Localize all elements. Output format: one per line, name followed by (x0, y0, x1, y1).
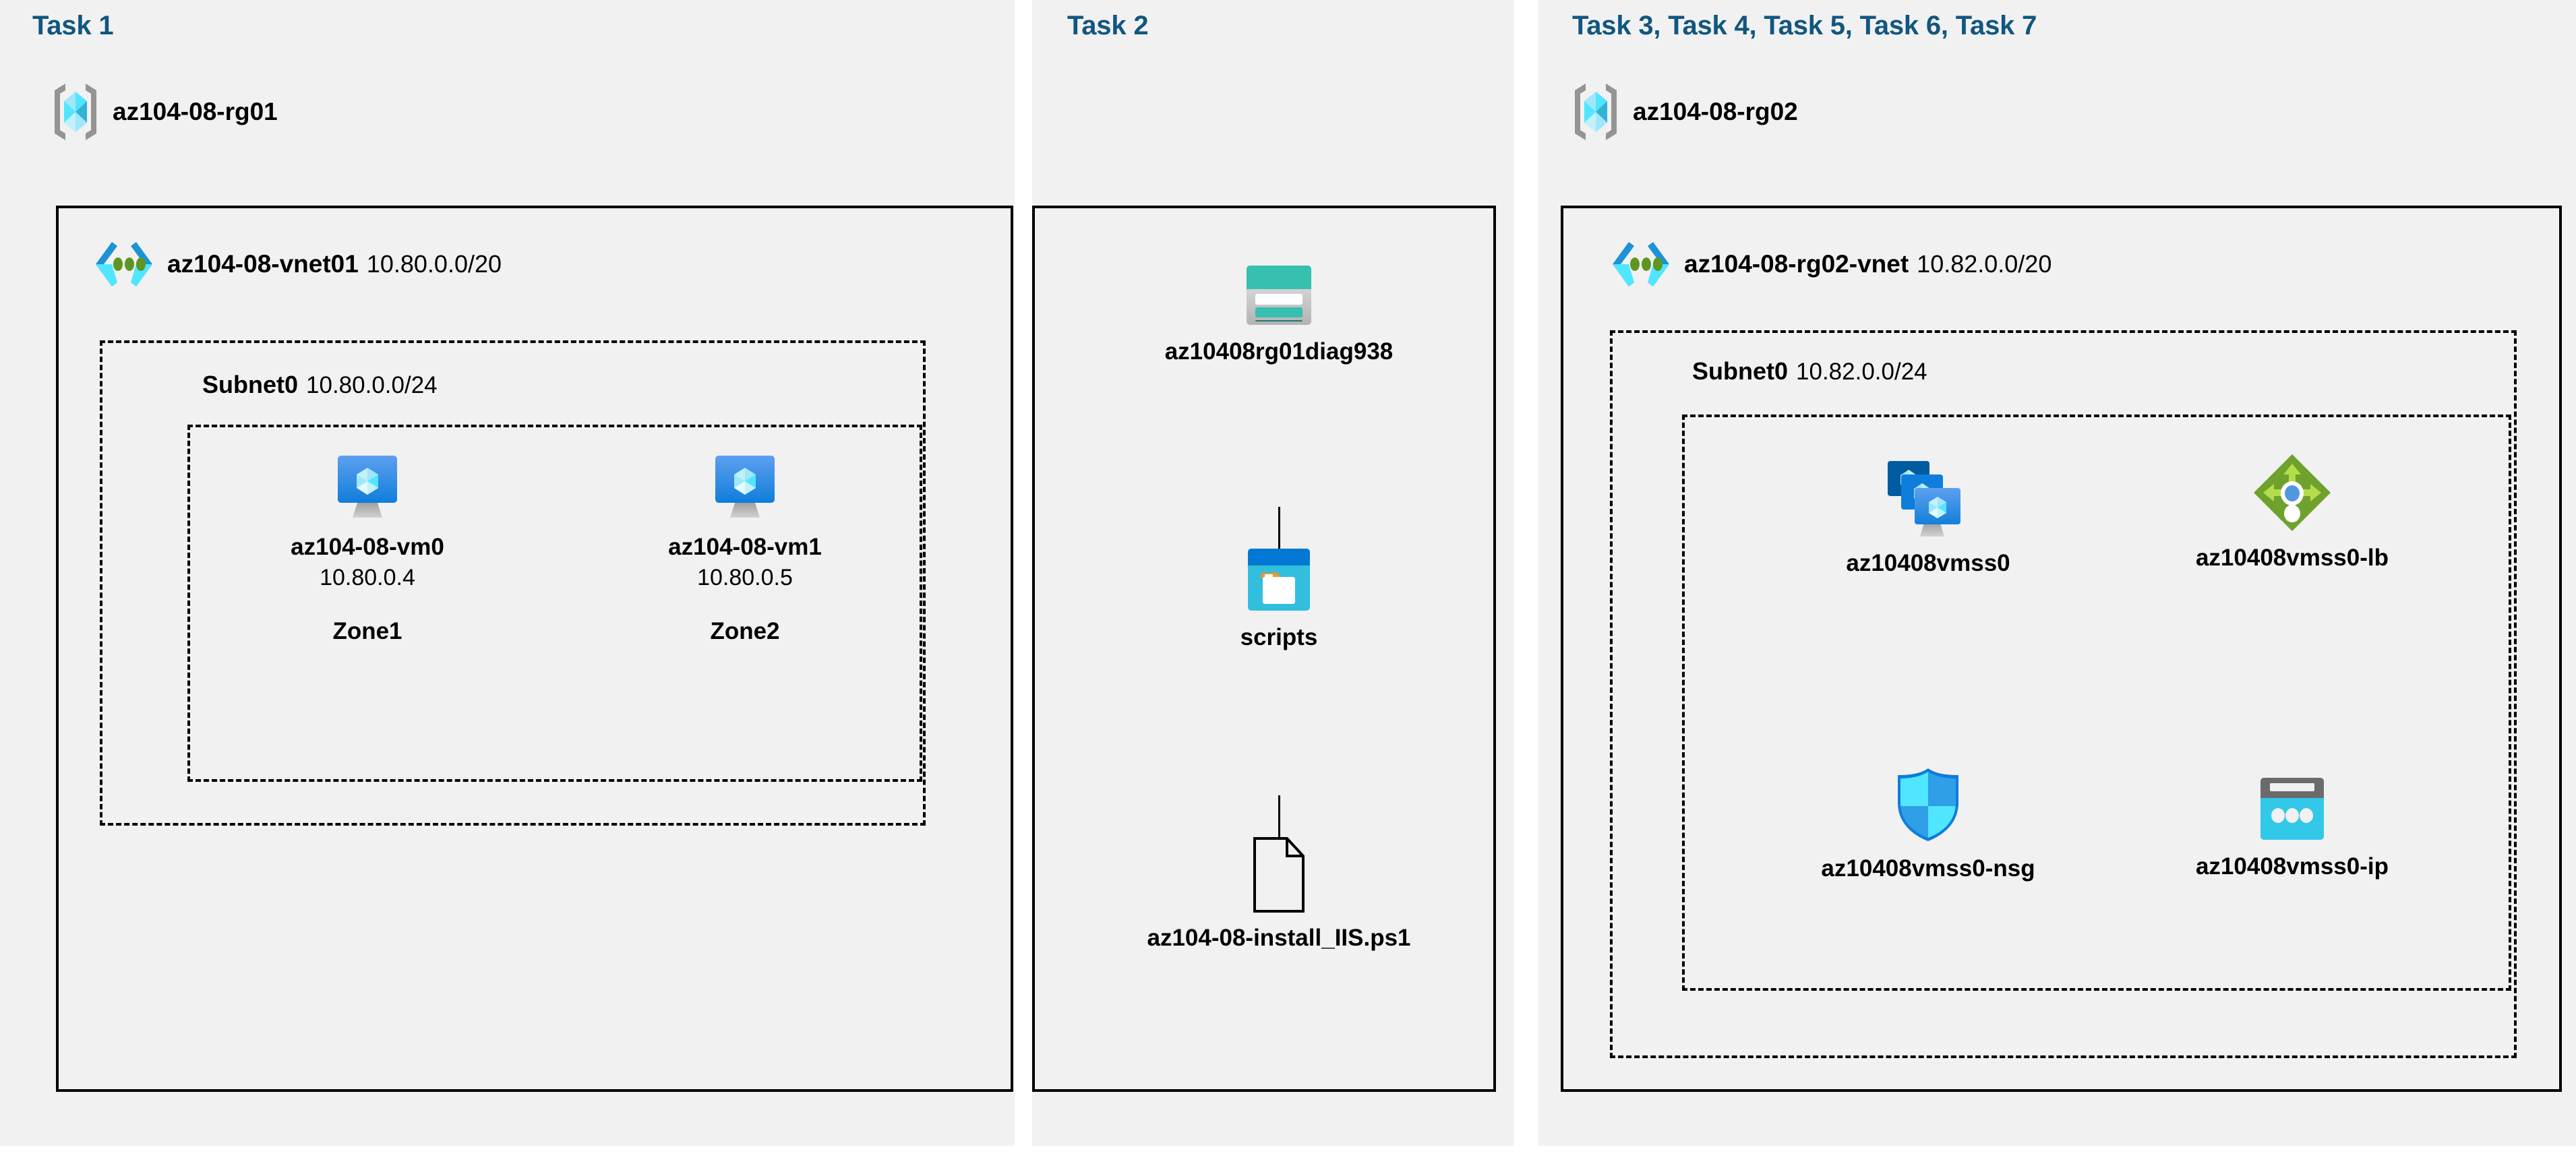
node-load-balancer[interactable]: az10408vmss0-lb (2178, 452, 2407, 572)
public-ip-address-icon (2256, 775, 2328, 842)
panel-task-3 (1538, 0, 2576, 1146)
vnet-header-rg02-vnet: az104-08-rg02-vnet 10.82.0.0/20 (1611, 239, 2051, 289)
vm-ip: 10.80.0.5 (697, 565, 793, 590)
subnet-name: Subnet0 (202, 371, 299, 398)
task-2-label: Task 2 (1067, 11, 1149, 40)
vm-zone: Zone2 (710, 618, 780, 644)
vm-name: az104-08-vm1 (668, 534, 822, 560)
task-3-to-7-label: Task 3, Task 4, Task 5, Task 6, Task 7 (1572, 11, 2037, 40)
public-ip-name: az10408vmss0-ip (2195, 853, 2389, 880)
node-vm0[interactable]: az104-08-vm0 10.80.0.4 Zone1 (270, 453, 465, 645)
vmss-name: az10408vmss0 (1846, 550, 2010, 576)
subnet-label-task3: Subnet0 10.82.0.0/24 (1692, 357, 1927, 386)
vnet-boundary-vnet01 (56, 206, 1013, 1092)
node-network-security-group[interactable]: az10408vmss0-nsg (1814, 765, 2043, 882)
vnet-name: az104-08-rg02-vnet (1684, 250, 1909, 278)
resource-group-header-rg02: az104-08-rg02 (1571, 81, 1798, 143)
vm-name: az104-08-vm0 (291, 534, 444, 560)
subnet-cidr: 10.80.0.0/24 (306, 372, 438, 398)
task-2-boundary (1032, 206, 1496, 1092)
vm-scale-set-icon (1885, 458, 1971, 539)
resource-group-icon (1571, 81, 1621, 143)
virtual-network-icon (1611, 239, 1671, 289)
resource-group-name: az104-08-rg01 (113, 98, 278, 125)
node-storage-account[interactable]: az10408rg01diag938 (1164, 263, 1394, 365)
node-vm1[interactable]: az104-08-vm1 10.80.0.5 Zone2 (647, 453, 843, 645)
node-vm-scale-set[interactable]: az10408vmss0 (1814, 458, 2043, 577)
resource-group-header-rg01: az104-08-rg01 (51, 81, 278, 143)
vm-group-boundary-task1 (187, 425, 922, 782)
connector-storage-to-container (1278, 507, 1280, 549)
subnet-boundary-task1 (100, 340, 926, 826)
container-name: scripts (1240, 624, 1318, 650)
storage-account-icon (1244, 263, 1314, 328)
blob-container-icon (1245, 546, 1313, 613)
subnet-cidr: 10.82.0.0/24 (1796, 359, 1927, 385)
task-1-label: Task 1 (32, 11, 114, 40)
resource-group-icon (51, 81, 100, 143)
subnet-label-task1: Subnet0 10.80.0.0/24 (202, 371, 438, 399)
node-script-file[interactable]: az104-08-install_IIS.ps1 (1147, 836, 1411, 952)
storage-account-name: az10408rg01diag938 (1164, 338, 1394, 365)
vm-ip: 10.80.0.4 (320, 565, 415, 590)
virtual-network-icon (94, 239, 154, 289)
script-file-name: az104-08-install_IIS.ps1 (1147, 925, 1411, 951)
node-blob-container[interactable]: scripts (1164, 546, 1394, 651)
vm-zone: Zone1 (332, 618, 402, 644)
node-public-ip-address[interactable]: az10408vmss0-ip (2178, 775, 2407, 880)
connector-container-to-script (1278, 795, 1280, 844)
virtual-machine-icon (335, 453, 400, 523)
file-icon (1248, 836, 1310, 914)
nsg-name: az10408vmss0-nsg (1821, 855, 2035, 882)
network-security-group-icon (1892, 765, 1964, 845)
panel-task-1 (0, 0, 1015, 1146)
vnet-name: az104-08-vnet01 (167, 250, 359, 278)
subnet-boundary-task3 (1610, 330, 2517, 1058)
vnet-boundary-rg02-vnet (1561, 206, 2562, 1092)
vnet-cidr: 10.82.0.0/20 (1917, 250, 2052, 278)
resource-group-name: az104-08-rg02 (1633, 98, 1798, 125)
load-balancer-icon (2251, 452, 2333, 534)
virtual-machine-icon (713, 453, 777, 523)
subnet-name: Subnet0 (1692, 357, 1789, 385)
load-balancer-name: az10408vmss0-lb (2195, 545, 2389, 571)
resource-group-boundary-task3 (1682, 415, 2511, 991)
vnet-cidr: 10.80.0.0/20 (366, 250, 502, 278)
